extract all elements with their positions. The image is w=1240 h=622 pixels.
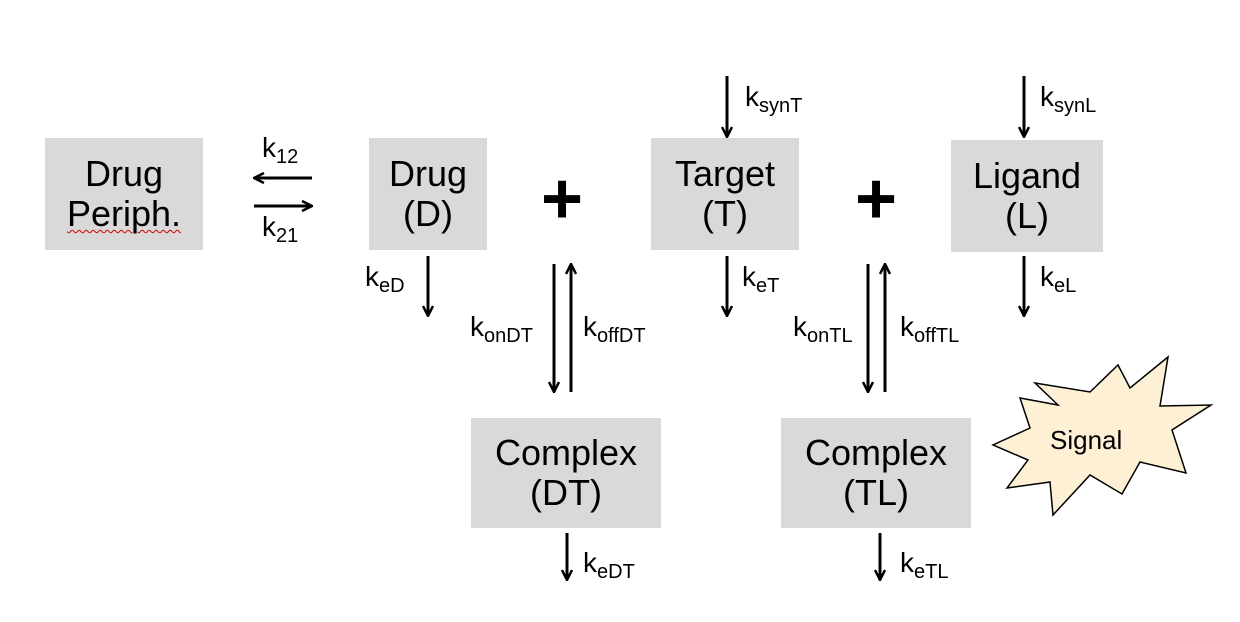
node-drug: Drug (D) bbox=[369, 138, 487, 250]
rate-keT: keT bbox=[742, 261, 780, 298]
signal-starburst bbox=[991, 355, 1214, 517]
node-drug-periph: Drug Periph. bbox=[45, 138, 203, 250]
node-ligand-line2: (L) bbox=[1005, 195, 1049, 236]
node-target: Target (T) bbox=[651, 138, 799, 250]
rate-ksynT: ksynT bbox=[745, 81, 803, 118]
node-ligand: Ligand (L) bbox=[951, 140, 1103, 252]
node-complex-tl-line1: Complex bbox=[804, 432, 948, 473]
node-drug-line1: Drug bbox=[388, 153, 468, 194]
node-drug-periph-line2: Periph. bbox=[66, 193, 182, 234]
node-complex-dt: Complex (DT) bbox=[471, 418, 661, 528]
rate-koffDT: koffDT bbox=[583, 311, 646, 348]
node-complex-dt-line2: (DT) bbox=[530, 472, 602, 513]
node-complex-dt-line1: Complex bbox=[494, 432, 638, 473]
node-complex-tl: Complex (TL) bbox=[781, 418, 971, 528]
rate-keTL: keTL bbox=[900, 547, 949, 584]
node-drug-periph-line1: Drug bbox=[84, 153, 164, 194]
rate-ksynL: ksynL bbox=[1040, 81, 1097, 118]
plus-sign-target-ligand: + bbox=[855, 159, 898, 239]
rate-keDT: keDT bbox=[583, 547, 635, 584]
rate-k12: k12 bbox=[262, 132, 299, 169]
node-target-line2: (T) bbox=[702, 193, 748, 234]
rate-konTL: konTL bbox=[793, 311, 853, 348]
node-complex-tl-line2: (TL) bbox=[843, 472, 909, 513]
plus-sign-drug-target: + bbox=[541, 159, 584, 239]
rate-k21: k21 bbox=[262, 211, 299, 248]
rate-keD: keD bbox=[365, 261, 405, 298]
node-target-line1: Target bbox=[674, 153, 776, 194]
rate-konDT: konDT bbox=[470, 311, 533, 348]
node-drug-line2: (D) bbox=[403, 193, 453, 234]
rate-keL: keL bbox=[1040, 261, 1077, 298]
signal-label: Signal bbox=[1050, 425, 1123, 455]
node-ligand-line1: Ligand bbox=[972, 155, 1082, 196]
rate-koffTL: koffTL bbox=[900, 311, 960, 348]
